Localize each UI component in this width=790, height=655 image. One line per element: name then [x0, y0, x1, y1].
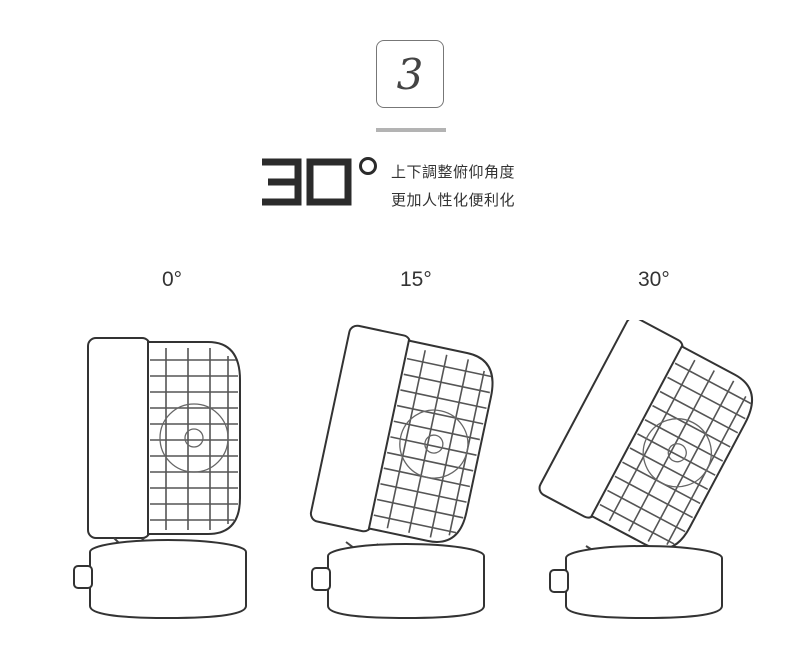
feature-description: 上下調整俯仰角度 更加人性化便利化 — [391, 158, 515, 214]
big-angle-graphic — [262, 157, 377, 206]
title-divider — [376, 128, 446, 132]
fan-base-0 — [73, 539, 247, 620]
angle-label-0: 0° — [162, 268, 183, 291]
fan-illustration-0 — [73, 337, 247, 620]
description-line-2: 更加人性化便利化 — [391, 191, 516, 209]
step-number-box: 3 — [376, 40, 444, 108]
fan-illustration-30 — [538, 320, 754, 620]
angle-label-15: 15° — [400, 268, 432, 291]
angle-label-30: 30° — [638, 268, 670, 291]
description-line-1: 上下調整俯仰角度 — [391, 163, 516, 181]
step-number: 3 — [396, 49, 424, 99]
fan-head-0 — [87, 337, 241, 539]
fan-illustration-15 — [309, 324, 494, 620]
